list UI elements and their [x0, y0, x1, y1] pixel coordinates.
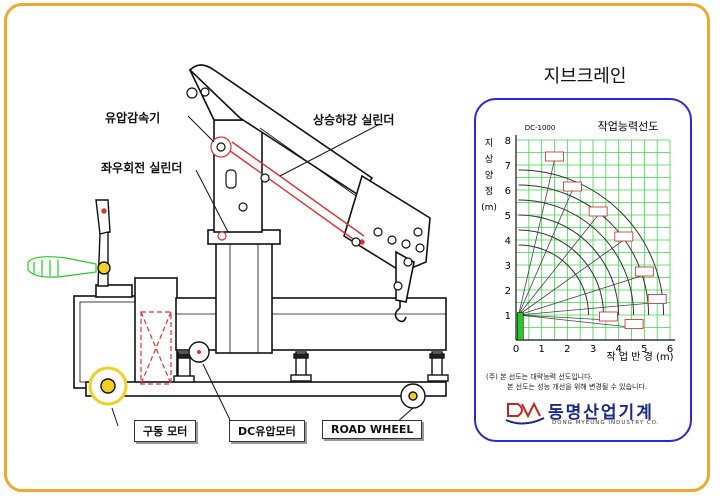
boom-position-line	[518, 302, 658, 316]
boom-position-line	[518, 189, 573, 316]
chart-note-1: (주) 본 선도는 대략능력 선도입니다.	[486, 373, 593, 381]
x-tick-label: 5	[641, 344, 647, 355]
label-swing-cylinder: 좌우회전 실린더	[101, 161, 183, 175]
x-tick-label: 1	[538, 344, 544, 355]
load-tag	[624, 319, 644, 329]
y-tick-label: 7	[505, 161, 511, 172]
chart-note-2: 본 선도는 성능 개선을 위해 변경될 수 있습니다.	[507, 383, 648, 391]
x-tick-label: 3	[590, 344, 596, 355]
drive-wheel	[88, 366, 128, 406]
load-tag	[634, 266, 654, 277]
y-axis-title: 지	[485, 138, 493, 149]
handle-grip	[27, 256, 97, 278]
y-tick-label: 6	[505, 186, 511, 197]
reach-arc	[518, 169, 665, 316]
brand-name-en: DONG MYEUNG INDUSTRY CO.	[552, 420, 660, 426]
label-dc-pump-motor: DC유압모터	[229, 420, 305, 442]
load-tag	[647, 294, 667, 304]
x-axis-title: 작 업 반 경 (m)	[606, 350, 673, 363]
reach-arc	[518, 214, 620, 316]
y-axis-title: (m)	[481, 203, 497, 213]
y-tick-label: 3	[505, 261, 511, 272]
boom-position-line	[518, 214, 599, 316]
x-tick-label: 2	[564, 344, 570, 355]
x-tick-label: 0	[513, 344, 519, 355]
load-tag	[614, 231, 634, 242]
crane-boom	[188, 64, 431, 303]
boom-pins	[186, 87, 425, 291]
boom-position-line	[518, 274, 645, 316]
reach-arc	[518, 199, 635, 316]
y-axis-title: 양	[485, 170, 493, 181]
boom-position-line	[518, 314, 609, 321]
x-tick-label: 6	[667, 344, 673, 355]
label-lift-cylinder: 상승하강 실린더	[313, 113, 395, 127]
tiller-arm	[95, 199, 111, 287]
brand-name: 동명산업기계	[548, 403, 654, 423]
pump-motor	[188, 341, 210, 363]
load-chart-panel	[474, 98, 692, 442]
chart-model: DC-1000	[525, 124, 556, 132]
label-hydraulic-reducer: 유압감속기	[105, 111, 161, 125]
y-axis-title: 정	[485, 186, 493, 197]
y-tick-label: 1	[505, 311, 511, 322]
mast-stub	[516, 312, 524, 341]
y-tick-label: 4	[505, 236, 511, 247]
load-tag	[588, 206, 608, 217]
reach-arc	[518, 184, 650, 316]
boom-position-line	[518, 159, 555, 316]
reach-arc	[518, 244, 590, 316]
chart-title: 작업능력선도	[598, 120, 659, 133]
label-drive-motor: 구동 모터	[134, 420, 197, 442]
crane-hook	[394, 300, 407, 323]
road-wheel	[400, 383, 426, 409]
y-tick-label: 5	[505, 211, 511, 222]
boom-position-line	[518, 314, 635, 328]
outrigger-legs	[173, 351, 449, 383]
load-tag	[545, 151, 564, 162]
x-tick-label: 4	[615, 344, 621, 355]
panel-title: 지브크레인	[543, 66, 627, 87]
chassis-bracing	[140, 311, 172, 385]
load-tag	[563, 181, 582, 192]
load-tag	[599, 311, 618, 322]
reach-arc	[518, 229, 605, 316]
y-axis-title: 상	[485, 154, 493, 165]
y-tick-label: 8	[505, 136, 511, 147]
y-tick-label: 2	[505, 286, 511, 297]
label-road-wheel: ROAD WHEEL	[322, 420, 423, 439]
boom-position-line	[518, 239, 625, 316]
leader-lines	[111, 115, 414, 427]
